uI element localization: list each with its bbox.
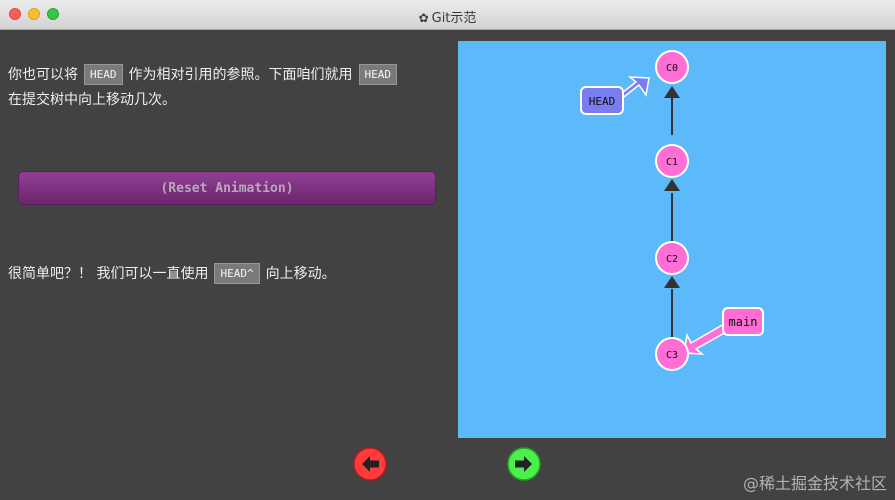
window-titlebar: ✿Git示范 xyxy=(0,0,895,30)
command-head-2: HEAD xyxy=(358,64,397,85)
edge-arrow-c2 xyxy=(664,276,680,288)
commit-c1 xyxy=(655,144,689,178)
text-segment: 向上移动。 xyxy=(265,266,336,282)
commit-label-c3: C3 xyxy=(666,350,678,361)
branch-label-main: main xyxy=(729,315,758,329)
window-title-text: Git示范 xyxy=(431,11,477,26)
head-label-box xyxy=(580,86,624,115)
forward-button[interactable] xyxy=(507,447,541,481)
git-tree-canvas: HEAD main C0 C1 C2 C3 xyxy=(458,41,886,438)
commit-c0 xyxy=(655,50,689,84)
minimize-window-button[interactable] xyxy=(28,8,40,20)
reset-animation-button[interactable]: (Reset Animation) xyxy=(18,171,436,205)
main-pointer-arrow xyxy=(683,322,730,355)
arrow-right-icon xyxy=(507,447,541,481)
gear-icon: ✿ xyxy=(418,11,429,25)
commit-label-c0: C0 xyxy=(666,63,678,74)
commit-label-c2: C2 xyxy=(666,254,678,265)
back-button[interactable] xyxy=(353,447,387,481)
instruction-paragraph-2: 很简单吧？！ 我们可以一直使用 HEAD^ 向上移动。 xyxy=(8,262,448,287)
text-segment: 作为相对引用的参照。下面咱们就用 xyxy=(128,67,353,83)
arrow-left-icon xyxy=(353,447,387,481)
window-title: ✿Git示范 xyxy=(0,7,895,26)
command-head-caret: HEAD^ xyxy=(214,263,260,284)
maximize-window-button[interactable] xyxy=(47,8,59,20)
instruction-paragraph-1: 你也可以将 HEAD 作为相对引用的参照。下面咱们就用 HEAD 在提交树中向上移动几… xyxy=(8,63,448,113)
text-segment: 你也可以将 xyxy=(8,67,78,83)
edge-arrow-c1 xyxy=(664,179,680,191)
head-label: HEAD xyxy=(589,95,616,108)
commit-label-c1: C1 xyxy=(666,157,678,168)
git-tree-svg: HEAD main C0 C1 C2 C3 xyxy=(580,50,764,371)
text-segment: 很简单吧？！ 我们可以一直使用 xyxy=(8,266,209,282)
edge-arrow-c0 xyxy=(664,86,680,98)
command-head: HEAD xyxy=(84,64,123,85)
close-window-button[interactable] xyxy=(9,8,21,20)
commit-c3 xyxy=(655,337,689,371)
commit-c2 xyxy=(655,241,689,275)
watermark: @稀土掘金技术社区 xyxy=(742,474,887,493)
main-label-box xyxy=(722,307,764,336)
text-segment: 在提交树中向上移动几次。 xyxy=(8,92,176,108)
